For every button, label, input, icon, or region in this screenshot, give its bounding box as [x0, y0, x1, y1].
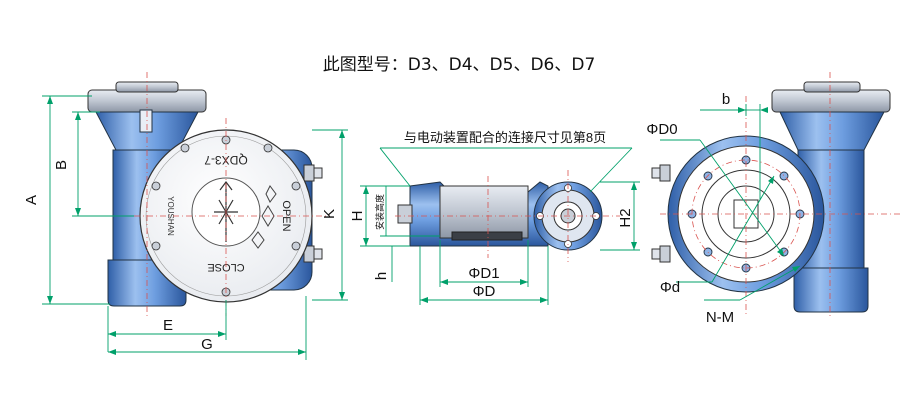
mid-centerlines [395, 170, 620, 262]
dim-K: K [321, 209, 338, 219]
dim-NM: N-M [706, 309, 734, 326]
left-view: QDX3-7 OPEN CLOSE YOUSHAN [23, 72, 348, 360]
right-side-bolts [651, 164, 671, 263]
left-arrowheads [47, 96, 345, 355]
mid-arrowheads [363, 182, 637, 303]
dim-E: E [163, 317, 173, 334]
cover-screws [151, 135, 301, 297]
brand-label: YOUSHAN [166, 196, 175, 236]
dim-D: ΦD [473, 283, 496, 300]
dim-D0: ΦD0 [646, 121, 677, 138]
dim-B: B [53, 160, 70, 170]
page-title: 此图型号：D3、D4、D5、D6、D7 [322, 55, 596, 75]
left-dimensions [42, 95, 348, 360]
side-bolts [303, 164, 323, 263]
dim-D1: ΦD1 [468, 265, 499, 282]
dim-b: b [722, 91, 730, 108]
connection-callout: 与电动装置配合的连接尺寸见第8页 [404, 130, 606, 145]
dim-A: A [23, 195, 40, 205]
dim-h: h [373, 272, 390, 280]
dim-H2: H2 [617, 208, 634, 227]
right-view: b ΦD0 Φd N-M [646, 72, 900, 326]
mounting-holes [687, 155, 805, 273]
dim-H: H [349, 211, 366, 222]
side-cover [439, 185, 529, 239]
seal-band [451, 231, 523, 241]
middle-view: 与电动装置配合的连接尺寸见第8页 [349, 130, 640, 305]
left-centerlines [134, 72, 330, 318]
right-centerlines [660, 72, 900, 318]
dim-G: G [201, 336, 213, 353]
right-funnel [779, 111, 885, 151]
side-bolt [397, 204, 413, 224]
callout-leader [379, 147, 633, 193]
right-arrowheads [738, 107, 800, 272]
dim-d: Φd [660, 279, 680, 296]
keyway [139, 109, 153, 133]
right-top-flange [771, 89, 891, 113]
install-height-label: 安装高度 [374, 194, 385, 230]
mid-dimensions [360, 181, 640, 305]
